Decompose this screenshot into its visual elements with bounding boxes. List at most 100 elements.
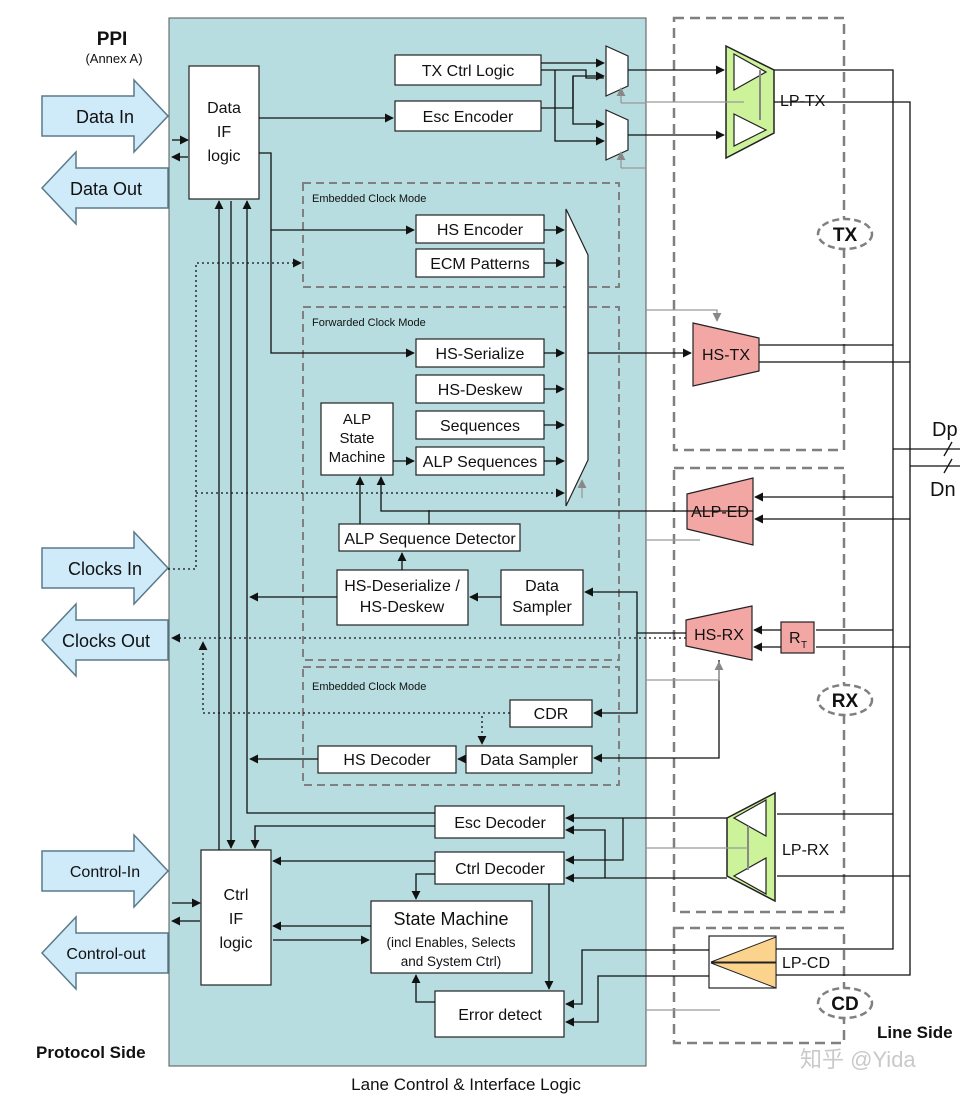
ctrl-if-line1: Ctrl [224,887,249,904]
alp-state-machine-block: ALP State Machine [320,402,394,476]
forwarded-mode-label: Forwarded Clock Mode [312,317,426,329]
ppi-subtitle: (Annex A) [85,51,142,66]
rt-termination: R T [780,621,815,654]
data-sampler-emb-label: Data Sampler [480,752,578,769]
hs-decoder-label: HS Decoder [343,752,431,769]
embedded-clock-region-top [302,182,620,288]
tx-group-label: TX [816,217,874,251]
lane-control-caption: Lane Control & Interface Logic [351,1075,581,1094]
esc-encoder-block: Esc Encoder [394,100,542,132]
rt-subscript: T [801,640,807,651]
clocks-in-label: Clocks In [68,559,142,579]
esc-encoder-label: Esc Encoder [423,109,514,126]
data-sampler-forwarded-block: Data Sampler [500,569,584,626]
hs-deskew-block: HS-Deskew [415,374,545,404]
ecm-patterns-block: ECM Patterns [415,248,545,278]
rx-group-label: RX [816,683,874,717]
watermark: 知乎 @Yida [800,1047,916,1072]
hs-serialize-block: HS-Serialize [415,338,545,368]
control-in-label: Control-In [70,864,140,881]
connections [171,58,960,1027]
rt-label: R [789,630,801,647]
clocks-in-arrow: Clocks In [41,530,170,606]
cd-label-text: CD [831,994,858,1015]
hs-serialize-label: HS-Serialize [436,346,525,363]
clocks-out-label: Clocks Out [62,631,150,651]
data-in-label: Data In [76,107,134,127]
tx-mux-upper [605,45,629,97]
control-out-arrow: Control-out [40,915,169,991]
data-if-line2: IF [217,124,231,141]
ctrl-decoder-label: Ctrl Decoder [455,861,545,878]
ctrl-if-logic-block: Ctrl IF logic [200,849,272,986]
esc-decoder-block: Esc Decoder [434,805,565,839]
alp-ed-label: ALP-ED [691,504,749,521]
protocol-side-label: Protocol Side [36,1043,146,1062]
cdr-label: CDR [534,706,569,723]
alp-sequences-label: ALP Sequences [423,454,537,471]
hs-rx-block: HS-RX [685,605,753,661]
ctrl-if-line3: logic [220,935,253,952]
data-out-arrow: Data Out [40,150,169,226]
error-detect-label: Error detect [458,1007,542,1024]
state-machine-line1: State Machine [393,909,508,929]
dp-label: Dp [932,419,958,441]
gray-control-lines [577,87,748,1011]
lp-rx-receiver: LP-RX [726,791,829,903]
embedded-mode-label-bottom: Embedded Clock Mode [312,681,426,693]
ctrl-decoder-block: Ctrl Decoder [434,851,565,885]
lp-cd-block: LP-CD [708,935,830,989]
esc-decoder-label: Esc Decoder [454,815,546,832]
state-machine-line2: (incl Enables, Selects [386,935,515,950]
hs-encoder-block: HS Encoder [415,214,545,244]
ecm-patterns-label: ECM Patterns [430,256,530,273]
hs-encoder-label: HS Encoder [437,222,524,239]
hs-deserialize-line1: HS-Deserialize / [344,578,460,595]
cdr-block: CDR [509,699,593,728]
hs-deskew-label: HS-Deskew [438,382,523,399]
lp-cd-label: LP-CD [782,955,830,972]
data-if-logic-block: Data IF logic [188,65,260,200]
tx-ctrl-logic-label: TX Ctrl Logic [422,63,514,80]
data-sampler-fwd-line1: Data [525,578,559,595]
state-machine-block: State Machine (incl Enables, Selects and… [370,900,533,974]
hs-tx-label: HS-TX [702,347,750,364]
hs-rx-label: HS-RX [694,627,744,644]
data-sampler-fwd-line2: Sampler [512,599,572,616]
clocks-out-arrow: Clocks Out [40,602,169,678]
hs-tx-driver: HS-TX [692,322,760,387]
data-out-label: Data Out [70,179,142,199]
hs-decoder-block: HS Decoder [317,745,457,774]
ctrl-if-line2: IF [229,911,243,928]
lp-rx-label: LP-RX [782,842,829,859]
data-in-arrow: Data In [41,78,170,154]
embedded-clock-region-bottom [302,666,620,786]
line-side-label: Line Side [877,1023,953,1042]
error-detect-block: Error detect [434,990,565,1038]
dotted-clock-lines [168,258,686,745]
cd-group-box [672,926,846,1045]
cd-group-label: CD [816,986,874,1020]
embedded-mode-label-top: Embedded Clock Mode [312,193,426,205]
lp-tx-driver: LP-TX [725,44,826,160]
data-if-line3: logic [208,148,241,165]
tx-mux-lower [605,109,629,161]
hs-mux [565,208,589,507]
alp-state-line2: State [339,430,374,447]
ppi-title: PPI [97,29,128,50]
rx-label-text: RX [832,691,859,712]
hs-deserialize-line2: HS-Deskew [360,599,445,616]
alp-state-line3: Machine [329,449,386,466]
sequences-label: Sequences [440,418,520,435]
sequences-block: Sequences [415,410,545,440]
data-if-line1: Data [207,100,241,117]
alp-sequence-detector-block: ALP Sequence Detector [338,523,521,552]
hs-deserialize-block: HS-Deserialize / HS-Deskew [336,569,469,626]
tx-label-text: TX [833,225,858,246]
alp-state-line1: ALP [343,411,371,428]
tx-ctrl-logic-block: TX Ctrl Logic [394,54,542,86]
data-sampler-embedded-block: Data Sampler [465,745,593,774]
dn-label: Dn [930,479,956,501]
control-in-arrow: Control-In [41,833,170,909]
